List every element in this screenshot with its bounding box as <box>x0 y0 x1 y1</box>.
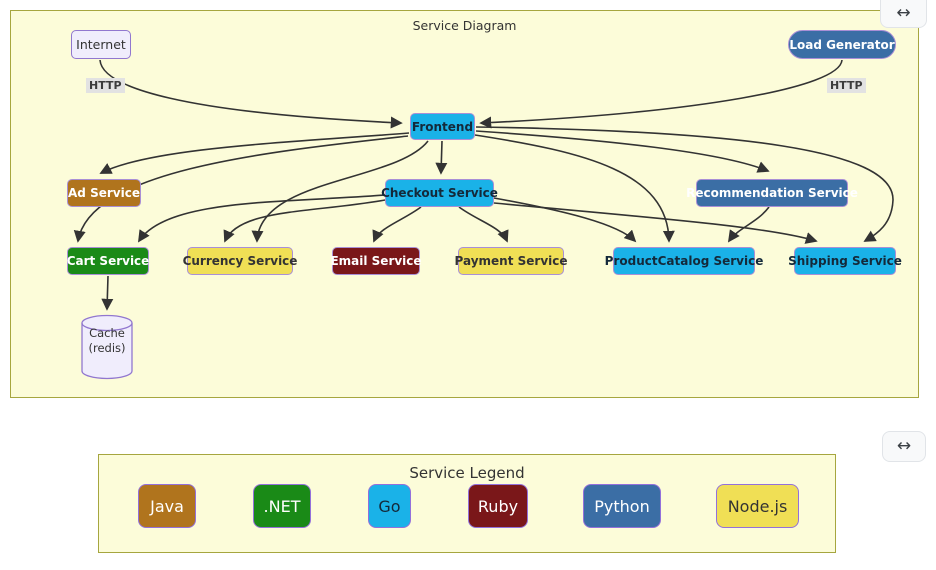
legend-title: Service Legend <box>409 464 525 482</box>
node-recommendation-service: Recommendation Service <box>686 179 858 207</box>
node-load-generator: Load Generator <box>788 30 896 59</box>
legend-item-ruby: Ruby <box>468 484 528 528</box>
legend-item-python: Python <box>583 484 661 528</box>
service-legend-panel: Service Legend Java .NET Go Ruby Python … <box>98 454 836 553</box>
edge-label-http-internet: HTTP <box>86 78 125 93</box>
legend-item-nodejs: Node.js <box>716 484 799 528</box>
node-ad-service: Ad Service <box>67 179 141 207</box>
node-productcatalog-service: ProductCatalog Service <box>605 247 763 275</box>
legend-item-go: Go <box>368 484 411 528</box>
node-cart-service: Cart Service <box>67 247 149 275</box>
diagram-title: Service Diagram <box>412 18 517 33</box>
node-frontend: Frontend <box>410 113 475 140</box>
left-right-arrow-icon: ↔ <box>896 436 912 456</box>
node-internet: Internet <box>71 30 131 59</box>
expand-width-button-bottom[interactable]: ↔ <box>882 431 926 462</box>
node-shipping-service: Shipping Service <box>788 247 902 275</box>
legend-item-dotnet: .NET <box>253 484 311 528</box>
node-payment-service: Payment Service <box>455 247 568 275</box>
node-email-service: Email Service <box>330 247 422 275</box>
node-cache-redis: Cache (redis) <box>81 326 133 356</box>
node-checkout-service: Checkout Service <box>381 179 498 207</box>
left-right-arrow-icon: ↔ <box>896 3 911 23</box>
expand-width-button-top[interactable]: ↔ <box>880 0 927 28</box>
edge-label-http-load-generator: HTTP <box>827 78 866 93</box>
node-currency-service: Currency Service <box>183 247 297 275</box>
cache-label-line2: (redis) <box>88 341 126 355</box>
legend-item-java: Java <box>138 484 196 528</box>
cache-label-line1: Cache <box>89 326 125 340</box>
